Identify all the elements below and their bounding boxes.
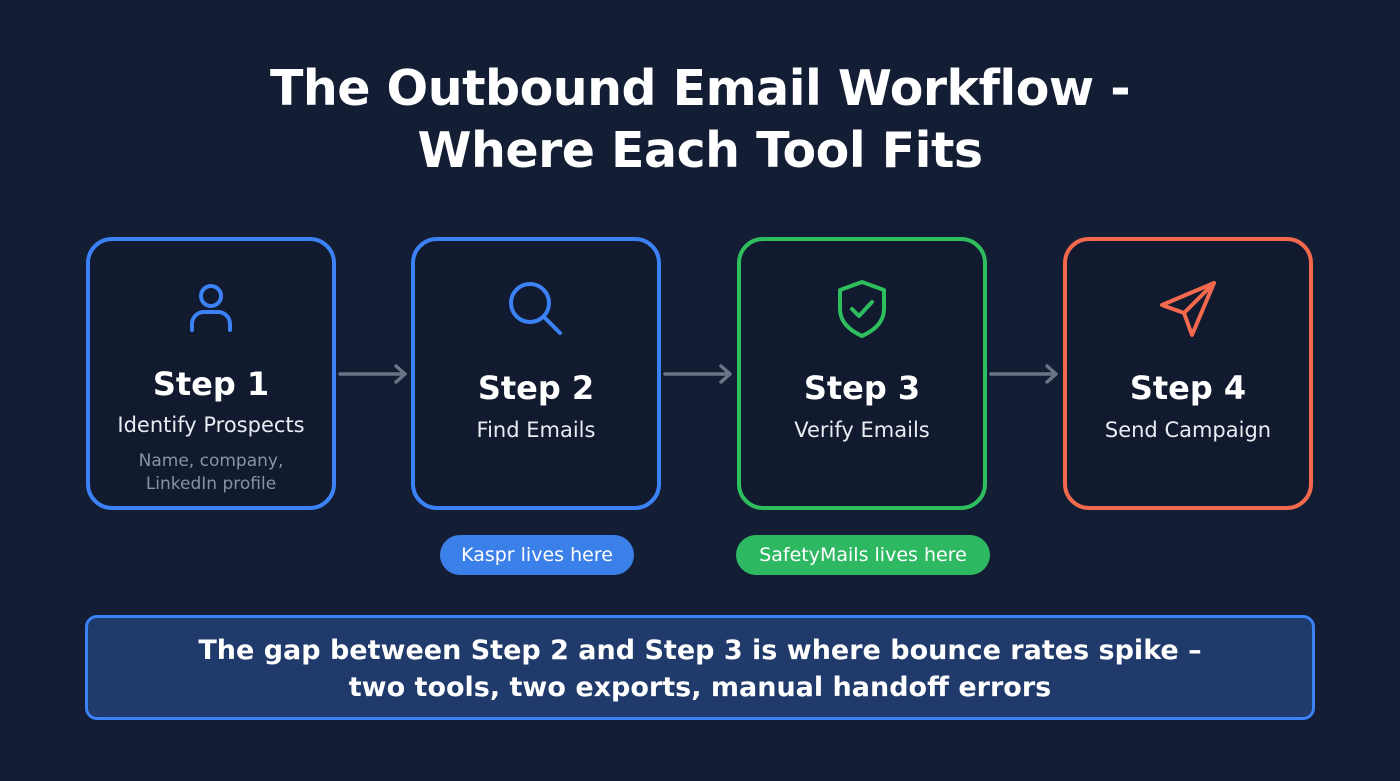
step-detail-line-1: Name, company, [138, 451, 284, 471]
title-line-1: The Outbound Email Workflow - [269, 60, 1131, 117]
step-detail-line-2: LinkedIn profile [145, 474, 277, 494]
safetymails-badge: SafetyMails lives here [736, 535, 990, 575]
step-3-card: Step 3 Verify Emails [737, 237, 987, 510]
user-icon [190, 284, 232, 332]
step-4-card: Step 4 Send Campaign [1063, 237, 1313, 510]
callout-line-1: The gap between Step 2 and Step 3 is whe… [198, 635, 1202, 666]
arrow-right-icon [338, 364, 407, 384]
arrow-right-icon [663, 364, 732, 384]
step-description: Identify Prospects [117, 413, 305, 437]
arrow-right-icon [989, 364, 1058, 384]
step-detail: Name, company, LinkedIn profile [90, 450, 332, 496]
kaspr-badge: Kaspr lives here [440, 535, 634, 575]
send-icon [1160, 281, 1216, 337]
search-icon [509, 282, 562, 335]
step-label: Step 4 [1129, 369, 1247, 407]
callout-box: The gap between Step 2 and Step 3 is whe… [85, 615, 1315, 720]
title-line-2: Where Each Tool Fits [417, 122, 983, 179]
step-label: Step 2 [477, 369, 595, 407]
step-1-card: Step 1 Identify Prospects Name, company,… [86, 237, 336, 510]
step-label: Step 1 [152, 365, 270, 403]
step-description: Verify Emails [794, 418, 930, 442]
shield-check-icon [838, 280, 886, 338]
diagram-title: The Outbound Email Workflow - Where Each… [0, 58, 1400, 182]
step-description: Send Campaign [1104, 418, 1272, 442]
callout-line-2: two tools, two exports, manual handoff e… [348, 672, 1052, 703]
step-description: Find Emails [476, 418, 596, 442]
step-label: Step 3 [803, 369, 921, 407]
step-2-card: Step 2 Find Emails [411, 237, 661, 510]
